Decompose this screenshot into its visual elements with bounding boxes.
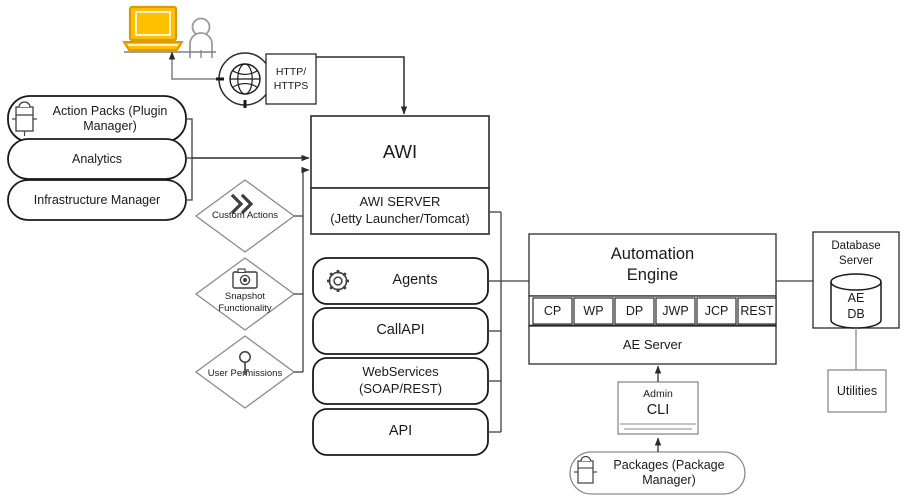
bracket-bottom <box>186 158 193 201</box>
box-callapi[interactable] <box>312 307 489 355</box>
process-cells <box>532 297 777 325</box>
cell-cp[interactable] <box>532 297 573 325</box>
globe-network-icon <box>216 52 274 108</box>
box-api[interactable] <box>312 408 489 456</box>
laptop-icon <box>122 5 184 51</box>
box-awi-server[interactable] <box>310 187 490 235</box>
diamond-user-permissions[interactable] <box>194 335 296 409</box>
box-awi[interactable] <box>310 115 490 189</box>
cell-wp[interactable] <box>573 297 614 325</box>
box-automation-engine[interactable] <box>528 233 777 297</box>
hit-utilities[interactable] <box>828 370 886 412</box>
package-plugin-icon <box>574 455 597 484</box>
connector-https-to-awi <box>316 56 408 115</box>
box-admin-cli[interactable] <box>617 381 699 435</box>
database-cylinder-icon <box>830 273 882 329</box>
cell-jcp[interactable] <box>696 297 737 325</box>
hit-infrastructure-manager[interactable] <box>8 180 186 220</box>
key-icon <box>239 351 251 375</box>
hit-awi[interactable] <box>311 116 489 234</box>
hit-automation-engine[interactable] <box>529 234 776 364</box>
hit-admin-cli[interactable] <box>618 382 698 434</box>
cell-rest[interactable] <box>737 297 777 325</box>
gear-icon <box>327 270 349 292</box>
bracket-top <box>186 118 193 158</box>
box-ae-server[interactable] <box>528 325 777 365</box>
package-plugin-icon <box>12 101 37 136</box>
cell-jwp[interactable] <box>655 297 696 325</box>
http-https-box <box>265 53 317 105</box>
diamond-snapshot-functionality[interactable] <box>194 257 296 331</box>
camera-icon <box>232 268 258 289</box>
hit-database-server[interactable] <box>813 232 899 328</box>
double-chevron-icon <box>230 193 254 215</box>
hit-action-packs[interactable] <box>8 96 186 142</box>
connector-diamonds-to-awi <box>294 166 310 217</box>
connector-network-to-client <box>168 51 216 80</box>
box-webservices[interactable] <box>312 357 489 405</box>
box-utilities[interactable] <box>827 369 887 413</box>
hit-analytics[interactable] <box>8 139 186 179</box>
box-analytics[interactable] <box>7 138 187 180</box>
diamond-custom-actions[interactable] <box>194 179 296 253</box>
hit-packages[interactable] <box>570 452 745 494</box>
cell-dp[interactable] <box>614 297 655 325</box>
